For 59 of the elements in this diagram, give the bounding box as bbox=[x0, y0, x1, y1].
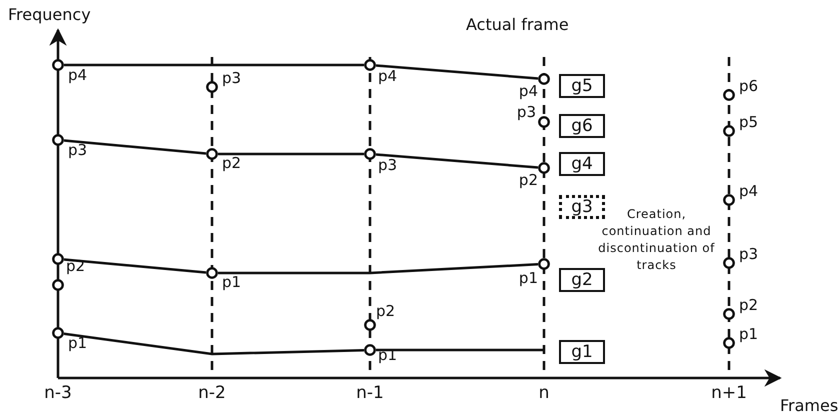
track-line bbox=[376, 348, 544, 352]
point-label: p3 bbox=[739, 246, 758, 263]
peak-circle bbox=[723, 125, 735, 137]
peak-circle bbox=[206, 148, 218, 160]
point-label: p2 bbox=[222, 155, 242, 172]
point-label: p4 bbox=[68, 67, 88, 84]
track-box: g6 bbox=[559, 114, 605, 138]
track-line bbox=[64, 64, 364, 66]
peak-circle bbox=[206, 81, 218, 93]
point-label: p1 bbox=[68, 335, 88, 352]
peak-circle bbox=[538, 162, 550, 174]
peak-circle bbox=[52, 327, 64, 339]
track-line bbox=[218, 263, 538, 274]
peak-circle bbox=[538, 258, 550, 270]
peak-circle bbox=[52, 134, 64, 146]
track-line bbox=[376, 64, 538, 80]
peak-circle bbox=[364, 344, 376, 356]
peak-circle bbox=[364, 59, 376, 71]
peak-circle bbox=[52, 279, 64, 291]
track-box: g5 bbox=[559, 74, 605, 98]
point-label: p4 bbox=[518, 83, 538, 100]
point-label: p3 bbox=[68, 142, 88, 159]
point-label: p2 bbox=[376, 303, 396, 320]
peak-circle bbox=[723, 257, 735, 269]
peak-circle bbox=[723, 194, 735, 206]
point-label: p2 bbox=[518, 172, 538, 189]
peak-circle bbox=[52, 253, 64, 265]
track-box: g1 bbox=[559, 340, 605, 364]
peak-circle bbox=[723, 337, 735, 349]
point-label: p3 bbox=[378, 157, 398, 174]
peak-circle bbox=[206, 267, 218, 279]
point-label: p2 bbox=[739, 297, 758, 314]
point-label: p5 bbox=[739, 114, 758, 131]
track-line bbox=[376, 153, 538, 169]
point-label: p4 bbox=[739, 183, 758, 200]
point-label: p1 bbox=[518, 270, 538, 287]
peak-circle bbox=[723, 308, 735, 320]
peak-circle bbox=[538, 116, 550, 128]
track-box: g2 bbox=[559, 268, 605, 292]
axis-title: Frequency bbox=[8, 5, 91, 24]
frame-caption: Actual frame bbox=[466, 15, 569, 34]
track-line bbox=[64, 258, 206, 274]
point-label: p4 bbox=[378, 68, 398, 85]
peak-circle bbox=[52, 59, 64, 71]
peak-circle bbox=[364, 319, 376, 331]
track-box: g3 bbox=[559, 195, 605, 219]
peak-circle bbox=[364, 148, 376, 160]
point-label: p1 bbox=[222, 274, 242, 291]
point-label: p6 bbox=[739, 78, 758, 95]
track-line bbox=[64, 332, 364, 356]
track-line bbox=[218, 152, 364, 156]
axis-title: Frames bbox=[780, 396, 838, 415]
peak-circle bbox=[723, 89, 735, 101]
point-label: p3 bbox=[516, 104, 536, 121]
track-line bbox=[64, 139, 206, 155]
peak-circle bbox=[538, 73, 550, 85]
track-box: g4 bbox=[559, 152, 605, 176]
point-label: p3 bbox=[222, 70, 242, 87]
point-label: p1 bbox=[739, 326, 758, 343]
